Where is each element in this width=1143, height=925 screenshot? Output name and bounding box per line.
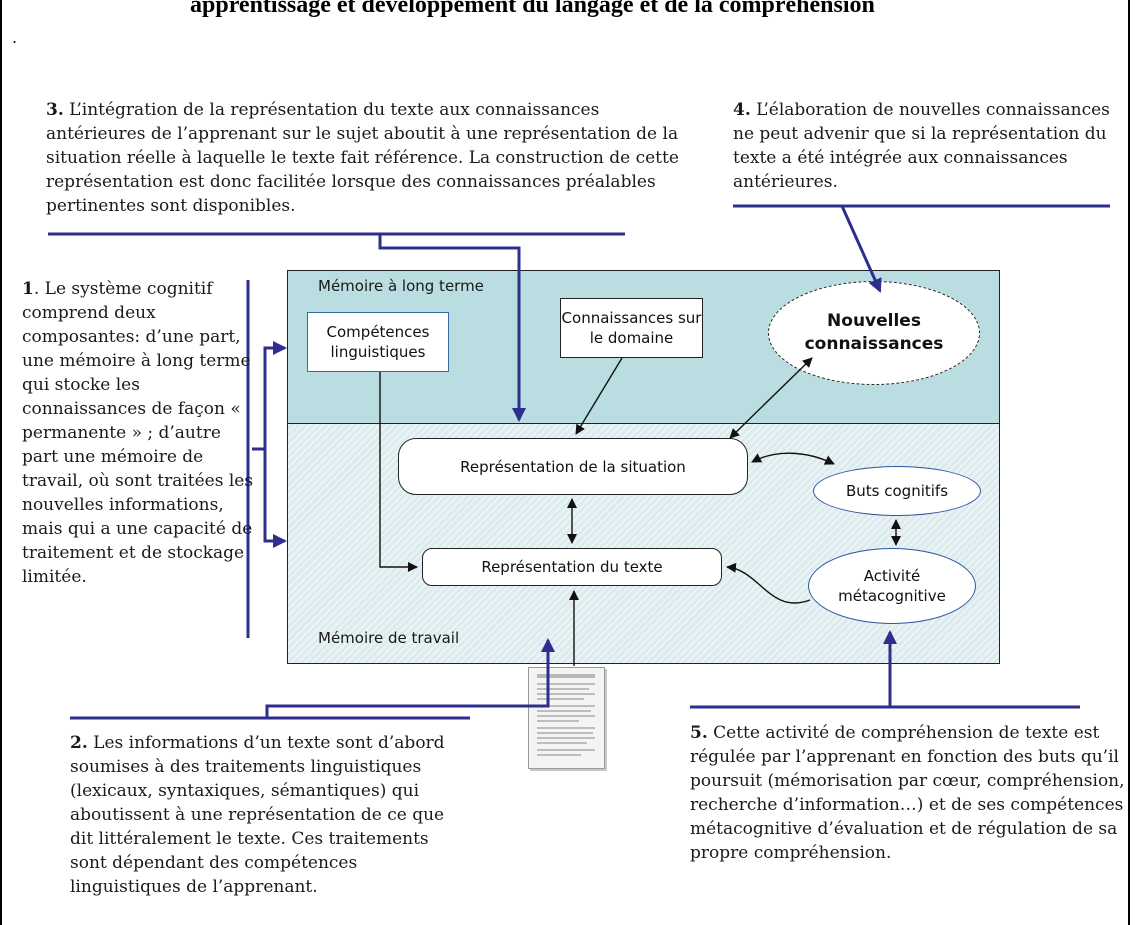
note-5: 5. Cette activité de compréhension de te…	[690, 721, 1130, 865]
page-title: apprentissage et développement du langag…	[190, 0, 875, 18]
arrow-connaissances-to-situation	[575, 357, 623, 435]
stray-mark: .	[12, 28, 18, 47]
note-text: Les informations d’un texte sont d’abord…	[70, 733, 445, 897]
arrow-metacog-to-texte	[726, 562, 811, 604]
callout-1-bracket-low	[263, 449, 287, 548]
arrow-situation-buts	[751, 452, 835, 465]
note-number: 4.	[733, 100, 751, 120]
node-competences-linguistiques: Compétences linguistiques	[307, 312, 449, 372]
node-label: Buts cognitifs	[845, 482, 949, 500]
note-text: L’intégration de la représentation du te…	[46, 100, 679, 216]
node-activite-metacognitive: Activité métacognitive	[808, 548, 976, 624]
note-4: 4. L’élaboration de nouvelles connaissan…	[733, 98, 1123, 194]
node-label: Connaissances sur le domaine	[561, 309, 702, 347]
node-representation-situation: Représentation de la situation	[398, 438, 748, 495]
long-term-memory-label: Mémoire à long terme	[318, 277, 484, 295]
node-connaissances-domaine: Connaissances sur le domaine	[560, 298, 703, 358]
callout-4-leader	[840, 205, 882, 293]
node-buts-cognitifs: Buts cognitifs	[813, 466, 981, 516]
note-2: 2. Les informations d’un texte sont d’ab…	[70, 731, 470, 899]
document-thumbnail-icon	[528, 667, 605, 769]
node-label: Représentation de la situation	[460, 457, 686, 476]
callout-2-leader	[265, 638, 555, 718]
node-label: Représentation du texte	[481, 558, 663, 576]
callout-3-leader	[378, 234, 526, 422]
node-representation-texte: Représentation du texte	[422, 548, 722, 586]
node-label: Nouvelles connaissances	[804, 311, 944, 354]
working-memory-label: Mémoire de travail	[318, 629, 460, 647]
note-number: 5.	[690, 723, 708, 743]
note-number: 2.	[70, 733, 88, 753]
arrow-competences-to-texte	[379, 372, 418, 572]
node-label: Compétences linguistiques	[326, 323, 430, 361]
note-text: Cette activité de compréhension de texte…	[690, 723, 1125, 863]
note-3: 3. L’intégration de la représentation du…	[46, 98, 686, 218]
note-text: L’élaboration de nouvelles connaissances…	[733, 100, 1110, 192]
callout-1-bracket	[252, 341, 287, 451]
note-text: . Le système cognitif comprend deux comp…	[22, 279, 254, 587]
node-label: Activité métacognitive	[838, 567, 946, 605]
note-number: 1	[22, 279, 34, 299]
arrow-situation-nouvelles	[729, 357, 813, 439]
note-1: 1. Le système cognitif comprend deux com…	[22, 277, 262, 589]
note-number: 3.	[46, 100, 64, 120]
